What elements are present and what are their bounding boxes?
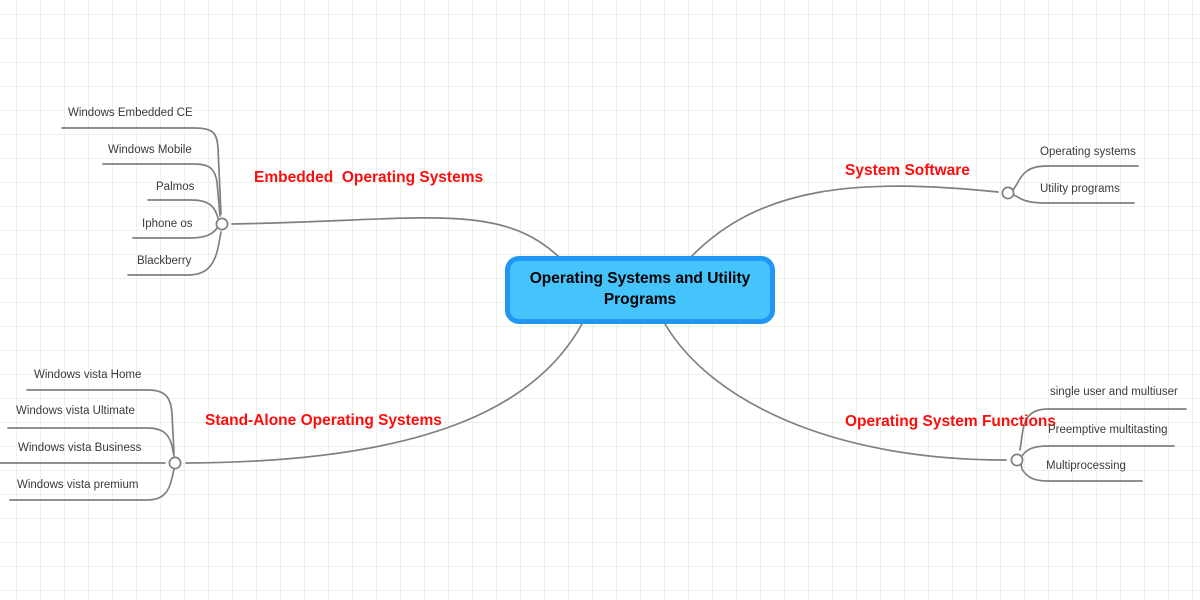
leaf-label-iphone-os[interactable]: Iphone os bbox=[142, 218, 193, 230]
leaf-line-preemptive-multitasting bbox=[1020, 445, 1175, 459]
branch-label-operating-system-functions[interactable]: Operating System Functions bbox=[845, 413, 1057, 430]
leaf-label-operating-systems[interactable]: Operating systems bbox=[1040, 146, 1136, 158]
leaf-label-single-user-and-multiuser[interactable]: single user and multiuser bbox=[1050, 386, 1178, 398]
central-node[interactable]: Operating Systems and Utility Programs bbox=[505, 256, 775, 324]
leaf-label-windows-embedded-ce[interactable]: Windows Embedded CE bbox=[68, 107, 193, 119]
leaf-label-utility-programs[interactable]: Utility programs bbox=[1040, 183, 1120, 195]
branch-label-stand-alone-operating-systems[interactable]: Stand-Alone Operating Systems bbox=[205, 412, 442, 429]
leaf-label-blackberry[interactable]: Blackberry bbox=[137, 255, 192, 267]
leaf-label-preemptive-multitasting[interactable]: Preemptive multitasting bbox=[1048, 424, 1168, 436]
branch-label-embedded-operating-systems[interactable]: Embedded Operating Systems bbox=[254, 169, 484, 186]
junction-os-functions bbox=[1010, 453, 1024, 467]
leaf-label-windows-vista-home[interactable]: Windows vista Home bbox=[34, 369, 142, 381]
trunk-stand-alone bbox=[185, 323, 583, 464]
leaf-label-windows-vista-premium[interactable]: Windows vista premium bbox=[17, 479, 139, 491]
leaf-label-multiprocessing[interactable]: Multiprocessing bbox=[1046, 460, 1126, 472]
leaf-line-windows-embedded-ce bbox=[61, 127, 222, 215]
junction-embedded bbox=[215, 217, 229, 231]
leaf-line-blackberry bbox=[127, 231, 222, 276]
trunk-system-software bbox=[689, 185, 999, 259]
leaf-label-windows-vista-ultimate[interactable]: Windows vista Ultimate bbox=[16, 405, 135, 417]
leaf-line-utility-programs bbox=[1012, 194, 1135, 204]
junction-stand-alone bbox=[168, 456, 182, 470]
leaf-label-palmos[interactable]: Palmos bbox=[156, 181, 195, 193]
trunk-embedded bbox=[231, 217, 561, 259]
leaf-label-windows-vista-business[interactable]: Windows vista Business bbox=[18, 442, 142, 454]
trunk-os-functions bbox=[664, 323, 1007, 461]
branch-label-system-software[interactable]: System Software bbox=[845, 162, 970, 179]
junction-system-software bbox=[1001, 186, 1015, 200]
leaf-label-windows-mobile[interactable]: Windows Mobile bbox=[108, 144, 192, 156]
